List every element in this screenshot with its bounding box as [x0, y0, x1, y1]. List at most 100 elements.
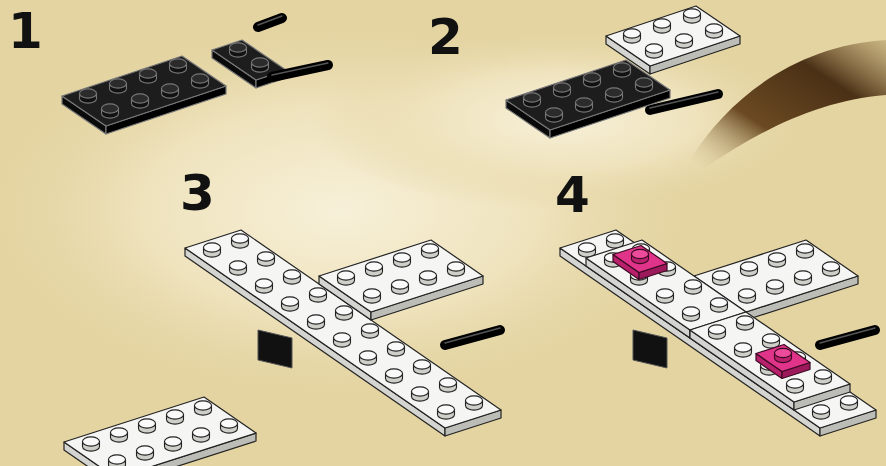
stud-top	[741, 262, 758, 271]
stud-top	[137, 446, 154, 455]
step-number: 2	[428, 12, 463, 62]
plate-top	[185, 230, 501, 428]
stud-top	[795, 271, 812, 280]
bar-rod	[258, 18, 282, 27]
bar-rod	[445, 330, 500, 345]
plate-top	[64, 397, 256, 466]
stud-top	[815, 370, 832, 379]
stud-top	[706, 24, 723, 33]
stud-top	[392, 280, 409, 289]
stud-top	[334, 333, 351, 342]
stud-top	[767, 280, 784, 289]
plate-top	[62, 56, 226, 126]
stud-top	[360, 351, 377, 360]
stud-top	[230, 261, 247, 270]
stud-top	[711, 298, 728, 307]
brick-group	[62, 6, 876, 466]
stud-top	[524, 93, 541, 102]
stud-top	[584, 73, 601, 82]
stud-top	[713, 271, 730, 280]
stud-top	[258, 252, 275, 261]
plate-top	[586, 240, 746, 330]
stud-top	[546, 108, 563, 117]
stud-top	[364, 289, 381, 298]
stud-top	[606, 88, 623, 97]
stud-top	[167, 410, 184, 419]
stud-top	[440, 378, 457, 387]
bar-rod	[272, 65, 328, 77]
stud-top	[466, 396, 483, 405]
stud-top	[165, 437, 182, 446]
step-number: 4	[555, 170, 590, 220]
bar-highlight	[820, 328, 875, 343]
stud-top	[192, 74, 209, 83]
stud-top	[110, 79, 127, 88]
plate-top	[606, 6, 740, 66]
stud-top	[284, 270, 301, 279]
stud-top	[614, 63, 631, 72]
stud-top	[230, 43, 247, 52]
stud-top	[683, 307, 700, 316]
stud-top	[256, 279, 273, 288]
stud-top	[657, 289, 674, 298]
stud-top	[676, 34, 693, 43]
stud-top	[739, 289, 756, 298]
bar-highlight	[272, 63, 328, 75]
plate-top	[756, 345, 810, 372]
stud-top	[438, 405, 455, 414]
stud-top	[841, 396, 858, 405]
stud-top	[412, 387, 429, 396]
stud-top	[170, 59, 187, 68]
stud-top	[813, 405, 830, 414]
stud-top	[576, 98, 593, 107]
stud-top	[823, 262, 840, 271]
plate-top	[690, 312, 850, 402]
stud-top	[336, 306, 353, 315]
stud-top	[221, 419, 238, 428]
stud-top	[232, 234, 249, 243]
stud-top	[624, 29, 641, 38]
bar-highlight	[258, 16, 282, 25]
bar-highlight	[445, 328, 500, 343]
stud-top	[775, 348, 792, 357]
stud-top	[448, 262, 465, 271]
stud-top	[684, 9, 701, 18]
stud-top	[632, 249, 649, 258]
plate-top	[319, 240, 483, 312]
support-block	[633, 330, 667, 368]
plate-top	[694, 240, 858, 312]
stud-top	[102, 104, 119, 113]
stud-top	[420, 271, 437, 280]
stud-top	[394, 253, 411, 262]
stud-top	[252, 58, 269, 67]
stud-top	[769, 253, 786, 262]
stud-top	[83, 437, 100, 446]
stud-top	[308, 315, 325, 324]
stud-top	[763, 334, 780, 343]
stud-top	[654, 19, 671, 28]
stud-top	[735, 343, 752, 352]
stud-top	[310, 288, 327, 297]
stud-top	[362, 324, 379, 333]
stud-top	[195, 401, 212, 410]
step-number: 1	[8, 6, 43, 56]
bar-rod	[820, 330, 875, 345]
stud-top	[554, 83, 571, 92]
dark-swoosh	[690, 40, 886, 168]
step-number: 3	[180, 168, 215, 218]
stud-top	[685, 280, 702, 289]
support-block	[258, 330, 292, 368]
stud-top	[109, 455, 126, 464]
stud-top	[338, 271, 355, 280]
stud-top	[787, 379, 804, 388]
stud-top	[204, 243, 221, 252]
stud-top	[709, 325, 726, 334]
stud-top	[388, 342, 405, 351]
stud-top	[282, 297, 299, 306]
plate-top	[560, 230, 876, 428]
stud-top	[132, 94, 149, 103]
stud-top	[140, 69, 157, 78]
stud-top	[366, 262, 383, 271]
